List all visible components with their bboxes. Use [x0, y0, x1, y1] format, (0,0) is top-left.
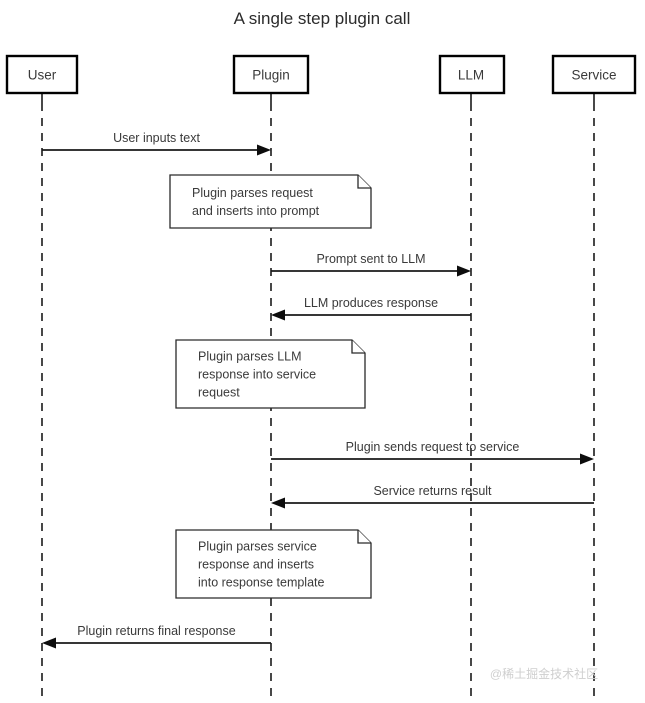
participant-user[interactable]: User [5, 54, 79, 95]
message-label-2: Prompt sent to LLM [316, 252, 425, 266]
note-3: Plugin parses service response and insert… [175, 529, 372, 599]
message-arrowhead-3 [271, 309, 285, 321]
message-6: Plugin returns final response [42, 624, 271, 649]
participants-group: User Plugin LLM Service [5, 54, 637, 95]
message-label-4: Plugin sends request to service [346, 440, 520, 454]
note-text-line-1-1: Plugin parses request [192, 186, 313, 200]
message-2: Prompt sent to LLM [271, 252, 471, 277]
participant-label-service: Service [571, 68, 616, 83]
participant-llm[interactable]: LLM [438, 54, 506, 95]
message-3: LLM produces response [271, 296, 471, 321]
note-body-2 [175, 339, 366, 409]
participant-box-service[interactable] [551, 54, 637, 95]
note-body-1 [169, 174, 372, 229]
note-text-line-2-1: Plugin parses LLM [198, 350, 302, 364]
participant-label-user: User [28, 68, 57, 83]
message-arrowhead-4 [580, 453, 594, 465]
notes-group: Plugin parses request and inserts into pr… [169, 174, 372, 599]
note-fold-corner-3 [357, 530, 371, 544]
note-1: Plugin parses request and inserts into pr… [169, 174, 372, 229]
message-5: Service returns result [271, 484, 594, 509]
note-text-line-3-2: response and inserts [198, 558, 314, 572]
message-arrowhead-6 [42, 637, 56, 649]
message-arrowhead-5 [271, 497, 285, 509]
note-2: Plugin parses LLM response into service re… [175, 339, 366, 409]
participant-label-plugin: Plugin [252, 68, 290, 83]
message-arrowhead-2 [457, 265, 471, 277]
participant-box-plugin[interactable] [232, 54, 310, 95]
page-title: A single step plugin call [234, 9, 411, 28]
message-label-6: Plugin returns final response [77, 624, 235, 638]
note-fold-corner-1 [357, 175, 371, 189]
participant-box-llm[interactable] [438, 54, 506, 95]
participant-service[interactable]: Service [551, 54, 637, 95]
note-body-3 [175, 529, 372, 599]
message-label-5: Service returns result [373, 484, 492, 498]
message-4: Plugin sends request to service [271, 440, 594, 465]
participant-box-user[interactable] [5, 54, 79, 95]
participant-plugin[interactable]: Plugin [232, 54, 310, 95]
message-1: User inputs text [42, 131, 271, 156]
message-label-1: User inputs text [113, 131, 200, 145]
note-text-line-3-3: into response template [198, 576, 325, 590]
note-text-line-2-3: request [198, 386, 240, 400]
note-text-line-2-2: response into service [198, 368, 316, 382]
message-label-3: LLM produces response [304, 296, 438, 310]
note-text-line-1-2: and inserts into prompt [192, 204, 320, 218]
note-text-line-3-1: Plugin parses service [198, 540, 317, 554]
participant-label-llm: LLM [458, 68, 484, 83]
note-fold-corner-2 [351, 340, 365, 354]
message-arrowhead-1 [257, 144, 271, 156]
watermark-label: @稀土掘金技术社区 [490, 666, 598, 681]
